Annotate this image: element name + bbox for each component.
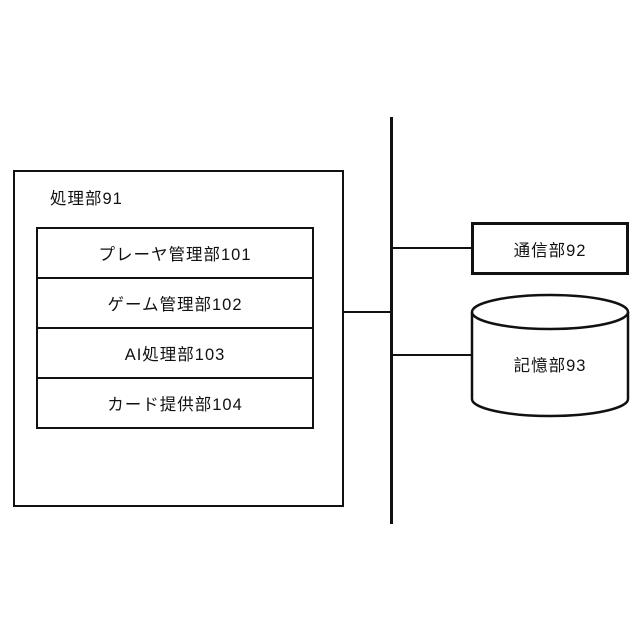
module-stack: プレーヤ管理部101 ゲーム管理部102 AI処理部103 カード提供部104 bbox=[36, 227, 314, 429]
module-ai-processing-label: AI処理部103 bbox=[124, 346, 226, 364]
communication-unit-box: 通信部92 bbox=[471, 222, 629, 275]
connector-bus-to-communication bbox=[391, 247, 471, 249]
connector-bus-to-storage bbox=[391, 354, 471, 356]
processing-unit-label: 処理部91 bbox=[50, 190, 123, 208]
storage-unit-label: 記憶部93 bbox=[513, 357, 587, 375]
communication-unit-label: 通信部92 bbox=[513, 241, 587, 260]
module-player-management-label: プレーヤ管理部101 bbox=[98, 246, 252, 264]
module-ai-processing: AI処理部103 bbox=[36, 327, 314, 379]
module-game-management: ゲーム管理部102 bbox=[36, 277, 314, 329]
processing-unit-box: 処理部91 プレーヤ管理部101 ゲーム管理部102 AI処理部103 カード提… bbox=[13, 170, 344, 507]
module-card-provision: カード提供部104 bbox=[36, 377, 314, 429]
bus-line bbox=[390, 117, 393, 524]
module-card-provision-label: カード提供部104 bbox=[107, 396, 243, 414]
module-player-management: プレーヤ管理部101 bbox=[36, 227, 314, 279]
connector-processing-to-bus bbox=[344, 311, 390, 313]
storage-cylinder-icon bbox=[470, 293, 630, 418]
module-game-management-label: ゲーム管理部102 bbox=[107, 296, 243, 314]
